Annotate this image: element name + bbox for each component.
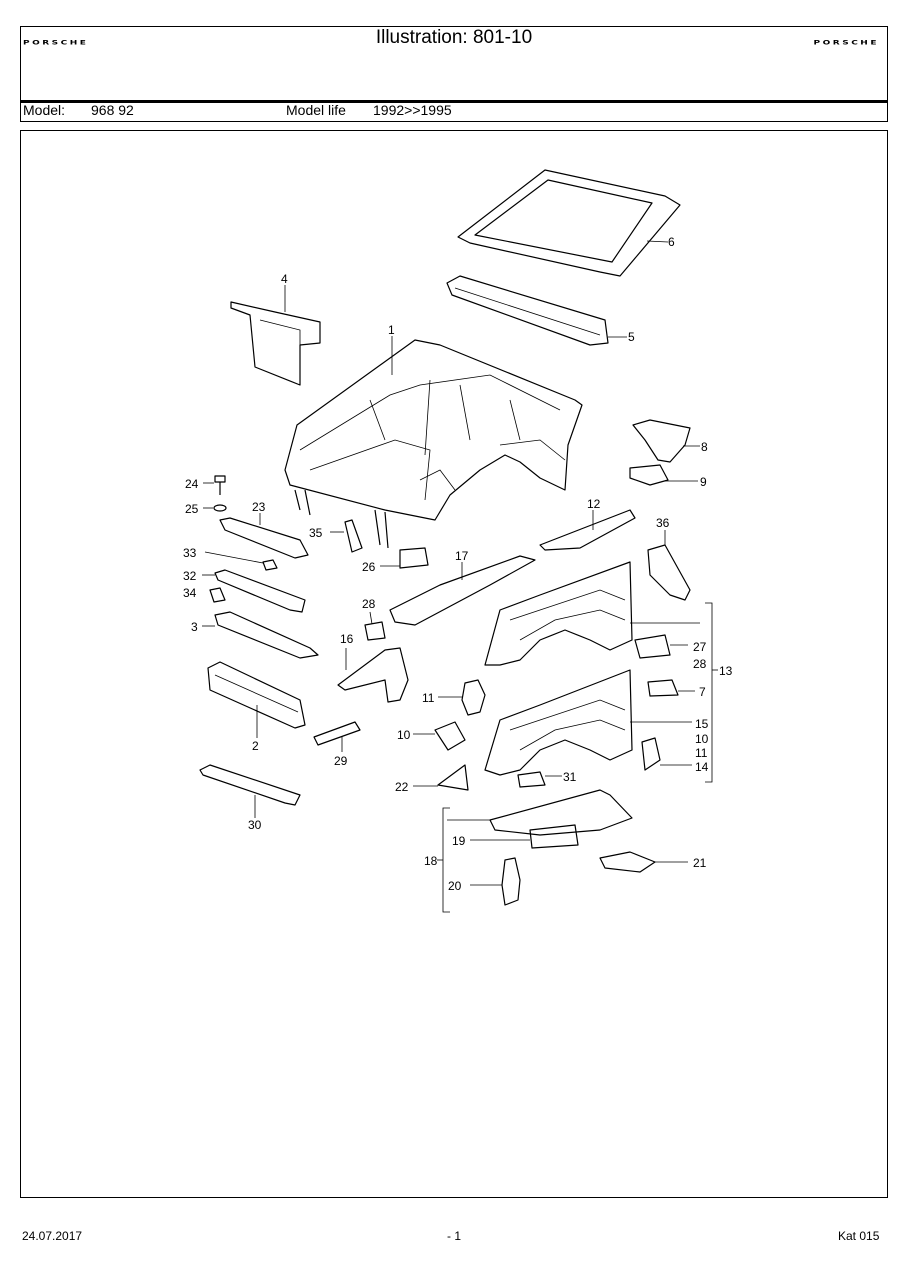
callout-10: 10 xyxy=(397,728,411,742)
callout-23: 23 xyxy=(252,500,266,514)
callout-9: 9 xyxy=(700,475,707,489)
part-32-33-34 xyxy=(202,551,306,613)
part-16 xyxy=(337,647,409,703)
footer-date: 24.07.2017 xyxy=(22,1229,83,1243)
callout-21: 21 xyxy=(693,856,707,870)
part-28-small xyxy=(364,611,386,641)
part-22 xyxy=(413,764,469,791)
part-35 xyxy=(330,519,363,553)
callout-4: 4 xyxy=(281,272,288,286)
bracket13-label-28: 28 xyxy=(693,657,707,671)
model-value: 968 92 xyxy=(91,102,134,118)
part-2 xyxy=(207,661,306,738)
callout-26: 26 xyxy=(362,560,376,574)
part-23 xyxy=(219,513,309,559)
part-17 xyxy=(389,555,536,626)
callout-13: 13 xyxy=(719,664,733,678)
callout-5: 5 xyxy=(628,330,635,344)
callout-16: 16 xyxy=(340,632,354,646)
callout-35: 35 xyxy=(309,526,323,540)
part-windshield-frame xyxy=(457,169,681,277)
part-7 xyxy=(647,679,695,697)
callout-24: 24 xyxy=(185,477,199,491)
part-10 xyxy=(413,721,466,751)
part-frame-rail xyxy=(447,789,688,906)
model-life-value: 1992>>1995 xyxy=(373,102,452,118)
callout-1: 1 xyxy=(388,323,395,337)
bracket13-label-27: 27 xyxy=(693,640,707,654)
part-8 xyxy=(632,419,700,463)
bracket-18 xyxy=(437,807,450,913)
callout-29: 29 xyxy=(334,754,348,768)
part-lower-wheelhouse xyxy=(484,669,692,776)
part-12 xyxy=(539,509,636,551)
callout-19: 19 xyxy=(452,834,466,848)
bracket13-label-11: 11 xyxy=(695,746,708,760)
bracket13-label-14: 14 xyxy=(695,760,709,774)
part-body-shell xyxy=(284,336,583,549)
brand-logo-right: PORSCHE xyxy=(813,39,879,47)
callout-32: 32 xyxy=(183,569,197,583)
illustration-title: Illustration: 801-10 xyxy=(375,27,533,48)
callout-2: 2 xyxy=(252,739,259,753)
callout-8: 8 xyxy=(701,440,708,454)
callout-3: 3 xyxy=(191,620,198,634)
callout-17: 17 xyxy=(455,549,469,563)
part-26 xyxy=(380,547,429,569)
header-divider xyxy=(21,100,887,103)
callout-12: 12 xyxy=(587,497,601,511)
bracket13-label-10: 10 xyxy=(695,732,709,746)
callout-36: 36 xyxy=(656,516,670,530)
callout-34: 34 xyxy=(183,586,197,600)
part-screw-washer xyxy=(203,475,227,512)
callout-11: 11 xyxy=(422,691,435,705)
bracket13-label-15: 15 xyxy=(695,717,709,731)
callout-33: 33 xyxy=(183,546,197,560)
part-29 xyxy=(313,721,361,752)
diagram-frame xyxy=(20,130,888,1198)
part-cowl-panel xyxy=(446,275,627,346)
part-31 xyxy=(517,771,562,788)
brand-logo-left: PORSCHE xyxy=(23,39,89,47)
header-box: PORSCHE Illustration: 801-10 PORSCHE Mod… xyxy=(20,26,888,122)
model-label: Model: xyxy=(23,102,66,118)
callout-7: 7 xyxy=(699,685,706,699)
callout-22: 22 xyxy=(395,780,409,794)
part-9 xyxy=(629,464,698,486)
callout-6: 6 xyxy=(668,235,675,249)
part-11 xyxy=(438,679,486,716)
callout-20: 20 xyxy=(448,879,462,893)
part-firewall-bracket xyxy=(230,285,321,386)
callout-28-small: 28 xyxy=(362,597,376,611)
part-upper-wheelhouse xyxy=(484,561,700,666)
callout-31: 31 xyxy=(563,770,577,784)
part-3 xyxy=(202,611,319,659)
part-30 xyxy=(199,764,301,818)
part-36 xyxy=(647,530,691,601)
footer-catalog: Kat 015 xyxy=(838,1229,880,1243)
callout-18: 18 xyxy=(424,854,438,868)
callout-30: 30 xyxy=(248,818,262,832)
model-life-label: Model life xyxy=(286,102,346,118)
callout-25: 25 xyxy=(185,502,199,516)
bracket-13 xyxy=(705,602,718,783)
footer-page-number: - 1 xyxy=(447,1229,462,1243)
